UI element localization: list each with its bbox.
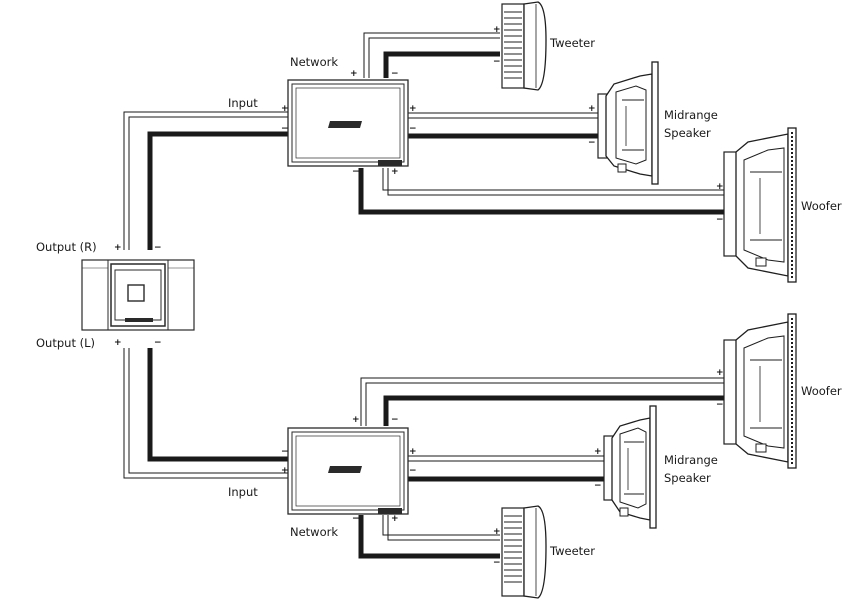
polarity-net-top-mid-plus: + — [409, 104, 417, 114]
polarity-net-bottom-tw-minus: − — [352, 514, 360, 524]
wire-input-l-negative — [147, 348, 288, 462]
wire-midrange-bottom-positive — [408, 455, 604, 462]
amplifier-logo — [125, 318, 153, 322]
polarity-woofer-bottom-minus: − — [716, 400, 724, 410]
wire-tweeter-top-negative — [383, 51, 500, 78]
polarity-net-bottom-in-minus: − — [281, 447, 289, 457]
label-input-top: Input — [228, 96, 258, 110]
woofer-top — [723, 127, 797, 283]
label-midrange-top-line2: Speaker — [664, 126, 711, 140]
midrange-speaker-bottom — [603, 405, 657, 529]
polarity-net-top-mid-minus: − — [409, 124, 417, 134]
polarity-net-bottom-mid-minus: − — [409, 466, 417, 476]
label-midrange-bottom-line1: Midrange — [664, 453, 718, 467]
amplifier — [81, 259, 195, 331]
network-bottom-logo — [328, 466, 362, 473]
wire-input-r-negative — [147, 131, 288, 250]
polarity-net-bottom-mid-plus: + — [409, 447, 417, 457]
wire-tweeter-bottom-positive — [382, 515, 500, 541]
polarity-woofer-top-plus: + — [716, 182, 724, 192]
label-output-l: Output (L) — [36, 336, 95, 350]
wire-woofer-bottom-positive — [360, 377, 724, 426]
polarity-net-top-tw-minus: − — [391, 69, 399, 79]
polarity-tweeter-top-minus: − — [493, 57, 501, 67]
wire-input-l-positive — [123, 348, 288, 479]
polarity-net-bottom-in-plus: + — [281, 466, 289, 476]
polarity-amp-l-minus: − — [154, 338, 162, 348]
label-midrange-top-line1: Midrange — [664, 108, 718, 122]
polarity-mid-bottom-plus: + — [594, 447, 602, 457]
network-top — [287, 79, 409, 167]
polarity-woofer-top-minus: − — [716, 215, 724, 225]
label-network-bottom: Network — [290, 525, 339, 539]
label-woofer-top: Woofer — [801, 199, 842, 213]
wire-woofer-top-negative — [358, 168, 724, 215]
polarity-mid-top-plus: + — [588, 104, 596, 114]
polarity-net-bottom-tw-plus: + — [391, 514, 399, 524]
polarity-net-top-in-minus: − — [281, 124, 289, 134]
label-output-r: Output (R) — [36, 240, 97, 254]
polarity-amp-r-minus: − — [154, 243, 162, 253]
wire-midrange-top-positive — [408, 112, 598, 119]
label-tweeter-top: Tweeter — [550, 36, 595, 50]
midrange-speaker-top — [597, 61, 659, 185]
polarity-net-top-wf-plus: + — [391, 167, 399, 177]
polarity-tweeter-top-plus: + — [493, 25, 501, 35]
wire-woofer-top-positive — [382, 168, 724, 196]
woofer-bottom — [723, 313, 797, 469]
label-midrange-bottom-line2: Speaker — [664, 471, 711, 485]
polarity-mid-top-minus: − — [588, 138, 596, 148]
label-network-top: Network — [290, 55, 339, 69]
polarity-net-top-in-plus: + — [281, 104, 289, 114]
wire-tweeter-bottom-negative — [358, 515, 500, 559]
polarity-net-top-wf-minus: − — [352, 167, 360, 177]
polarity-net-bottom-wf-plus: + — [352, 415, 360, 425]
polarity-net-top-tw-plus: + — [350, 69, 358, 79]
polarity-woofer-bottom-plus: + — [716, 368, 724, 378]
polarity-tweeter-bottom-minus: − — [493, 558, 501, 568]
wire-input-r-positive — [123, 111, 288, 250]
tweeter-bottom — [501, 505, 547, 599]
wire-tweeter-top-positive — [363, 32, 500, 78]
label-tweeter-bottom: Tweeter — [550, 544, 595, 558]
polarity-amp-l-plus: + — [114, 338, 122, 348]
network-top-logo — [328, 121, 362, 128]
polarity-tweeter-bottom-plus: + — [493, 527, 501, 537]
label-input-bottom: Input — [228, 485, 258, 499]
polarity-net-bottom-wf-minus: − — [391, 415, 399, 425]
tweeter-top — [501, 1, 547, 91]
network-bottom — [287, 427, 409, 515]
polarity-amp-r-plus: + — [114, 243, 122, 253]
label-woofer-bottom: Woofer — [801, 384, 842, 398]
wire-woofer-bottom-negative — [383, 395, 724, 426]
polarity-mid-bottom-minus: − — [594, 481, 602, 491]
